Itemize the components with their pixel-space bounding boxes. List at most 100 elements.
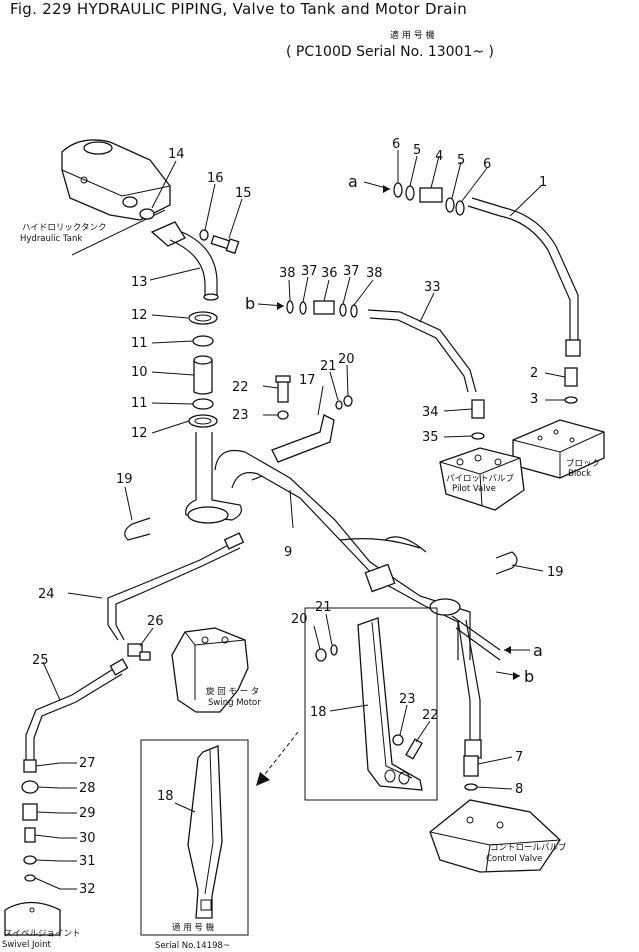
part-label-26: 26 [147, 614, 164, 629]
part-label-5-right: 5 [457, 153, 465, 168]
swivel-joint-label: Swivel Joint [2, 940, 51, 950]
elbow-pipe-13 [150, 221, 219, 301]
part-label-18: 18 [310, 705, 327, 720]
part-label-19-left: 19 [116, 472, 133, 487]
part-label-16: 16 [207, 171, 224, 186]
part-label-8: 8 [515, 782, 523, 797]
part-label-20-top: 20 [338, 352, 355, 367]
fitting-29 [22, 803, 38, 821]
part-label-37-right: 37 [343, 264, 360, 279]
u-bolt-19-right [495, 551, 518, 575]
part-label-35: 35 [422, 430, 439, 445]
o-ring-35 [471, 432, 485, 440]
washer-23-top [277, 410, 289, 420]
bolt-22-mid [405, 738, 423, 760]
part-label-23-top: 23 [232, 408, 249, 423]
part-label-2: 2 [530, 366, 538, 381]
connection-a-top: a [348, 172, 358, 191]
part-label-9: 9 [284, 545, 292, 560]
pipe-33 [367, 309, 477, 393]
hydraulic-tank-label-jp: ハイドロリックタンク [22, 223, 107, 233]
stack-leaders [60, 762, 77, 890]
nut-31 [23, 855, 37, 865]
part-label-12-bottom: 12 [131, 426, 148, 441]
u-bolt-19-left [124, 517, 151, 541]
part-label-15: 15 [235, 186, 252, 201]
pilot-valve-label: Pilot Valve [452, 484, 496, 494]
swing-motor-label-jp: 旋 回 モ ー タ [206, 686, 259, 697]
applicable-serial: ( PC100D Serial No. 13001~ ) [286, 44, 495, 60]
part-label-23-mid: 23 [399, 692, 416, 707]
inset-bracket-18 [187, 745, 223, 919]
part-label-20-mid: 20 [291, 612, 308, 627]
fitting-stack-a [393, 182, 465, 216]
hydraulic-tank [61, 139, 171, 221]
ring-11-top [192, 335, 214, 347]
part-label-36: 36 [321, 266, 338, 281]
part-label-3: 3 [530, 392, 538, 407]
pipe-1 [467, 197, 581, 357]
fitting-27 [23, 759, 37, 773]
inset-part-label-18: 18 [157, 789, 174, 804]
part-label-30: 30 [79, 831, 96, 846]
part-label-4: 4 [435, 149, 443, 164]
part-label-22-top: 22 [232, 380, 249, 395]
washer-16 [199, 229, 209, 241]
clamp-12-top [188, 311, 218, 325]
part-label-10: 10 [131, 365, 148, 380]
swing-motor [171, 627, 249, 713]
part-label-31: 31 [79, 854, 96, 869]
ring-11-bottom [192, 398, 214, 410]
pilot-valve [439, 447, 525, 511]
nut-20-top [343, 395, 353, 407]
elbow-26 [127, 643, 151, 661]
washer-21-mid [330, 644, 338, 656]
connection-b-bottom: b [524, 667, 534, 686]
part-label-6-right: 6 [483, 157, 491, 172]
part-label-14: 14 [168, 147, 185, 162]
part-label-34: 34 [422, 405, 439, 420]
swivel-joint-label-jp: スイベルジョイント [4, 929, 81, 939]
part-label-21-top: 21 [320, 359, 337, 374]
inset-box [140, 739, 249, 936]
applicable-label-jp: 適 用 号 機 [390, 31, 435, 41]
part-label-32: 32 [79, 882, 96, 897]
main-pipe-9 [185, 432, 501, 759]
connector-7 [463, 755, 479, 777]
control-valve [429, 799, 561, 873]
part-label-38-left: 38 [279, 266, 296, 281]
inset-applicable-jp: 適 用 号 機 [172, 922, 215, 933]
bolt-22-top [275, 375, 291, 403]
part-label-24: 24 [38, 587, 55, 602]
bolt-15 [210, 234, 240, 255]
bracket-17 [271, 414, 335, 463]
nut-20-mid [315, 648, 327, 662]
connection-a-bottom: a [533, 641, 543, 660]
washer-23-mid [392, 734, 404, 746]
fitting-stack-b [286, 300, 358, 318]
part-label-38-right: 38 [366, 266, 383, 281]
part-label-5-left: 5 [413, 143, 421, 158]
part-label-28: 28 [79, 781, 96, 796]
fitting-30 [24, 827, 36, 843]
part-label-17: 17 [299, 373, 316, 388]
part-label-22-mid: 22 [422, 708, 439, 723]
connector-2 [564, 367, 578, 387]
part-label-7: 7 [515, 750, 523, 765]
part-label-13: 13 [131, 275, 148, 290]
part-label-33: 33 [424, 280, 441, 295]
control-valve-label-jp: コントロールバルブ [490, 842, 567, 853]
part-label-27: 27 [79, 756, 96, 771]
part-label-37-left: 37 [301, 264, 318, 279]
gasket-14 [139, 208, 155, 220]
o-ring-8 [464, 783, 478, 791]
clamp-12-bottom [188, 414, 218, 428]
fitting-28 [21, 780, 39, 794]
control-valve-label: Control Valve [486, 854, 542, 864]
bracket-18 [357, 617, 423, 791]
inset-serial: Serial No.14198~ [155, 941, 230, 951]
hose-10 [193, 355, 213, 395]
part-label-6-left: 6 [392, 137, 400, 152]
o-ring-3 [564, 396, 578, 404]
